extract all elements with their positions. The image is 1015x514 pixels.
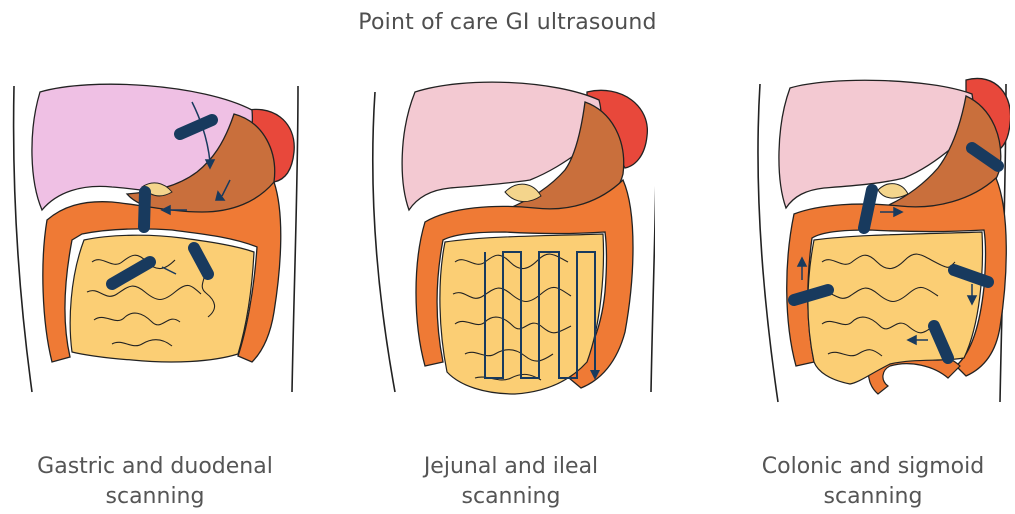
- caption-jejunal-ileal: Jejunal and ileal scanning: [351, 452, 671, 512]
- caption-line: Colonic and sigmoid: [713, 452, 1015, 482]
- caption-line: scanning: [713, 482, 1015, 512]
- colonic-sigmoid-illustration: [710, 62, 1010, 442]
- body-outline-right: [651, 92, 655, 392]
- body-outline-left: [373, 92, 395, 392]
- gallbladder: [878, 184, 908, 198]
- gastric-duodenal-illustration: [2, 62, 302, 442]
- caption-line: scanning: [0, 482, 315, 512]
- small-bowel: [70, 235, 254, 362]
- probe-2: [144, 192, 145, 227]
- jejunal-ileal-illustration: [355, 62, 655, 442]
- figure-title: Point of care GI ultrasound: [0, 10, 1015, 35]
- colonic-sigmoid-svg: [710, 62, 1010, 442]
- caption-line: Jejunal and ileal: [351, 452, 671, 482]
- caption-line: scanning: [351, 482, 671, 512]
- gastric-duodenal-svg: [2, 62, 302, 442]
- probe-transverse: [864, 190, 872, 228]
- small-bowel: [808, 232, 982, 384]
- body-outline-left: [14, 86, 32, 392]
- caption-colonic-sigmoid: Colonic and sigmoid scanning: [713, 452, 1015, 512]
- caption-gastric-duodenal: Gastric and duodenal scanning: [0, 452, 315, 512]
- caption-line: Gastric and duodenal: [0, 452, 315, 482]
- body-outline-left: [758, 84, 778, 402]
- body-outline-right: [292, 86, 298, 392]
- jejunal-ileal-svg: [355, 62, 655, 442]
- gallbladder: [505, 184, 541, 201]
